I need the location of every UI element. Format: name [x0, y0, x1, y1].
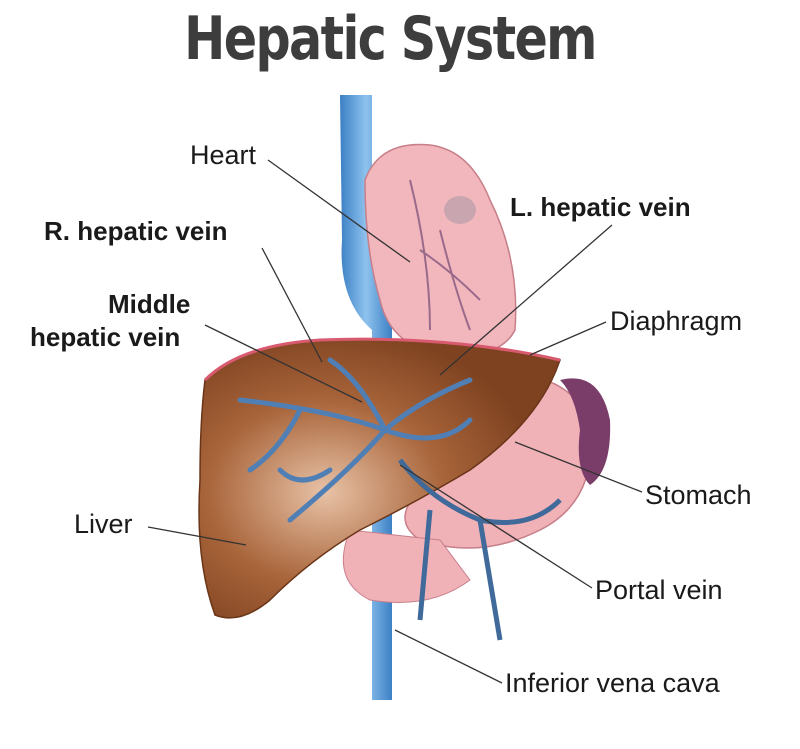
label-portal-vein: Portal vein: [595, 575, 723, 605]
spleen: [560, 378, 611, 485]
label-middle-hepatic-vein-line2: hepatic vein: [30, 322, 181, 352]
heart: [364, 143, 517, 357]
label-r-hepatic-vein: R. hepatic vein: [44, 216, 228, 246]
label-heart: Heart: [190, 140, 257, 170]
page-title: Hepatic System: [184, 4, 597, 74]
label-stomach: Stomach: [645, 480, 752, 510]
leader-lines: [147, 159, 643, 684]
label-l-hepatic-vein: L. hepatic vein: [510, 192, 691, 222]
hepatic-veins: [237, 357, 473, 523]
portal-vein: [398, 458, 562, 641]
label-diaphragm: Diaphragm: [610, 306, 743, 336]
label-inferior-vena-cava: Inferior vena cava: [505, 668, 720, 698]
heart-vessel: [444, 196, 476, 224]
label-middle-hepatic-vein-line1: Middle: [108, 289, 191, 319]
label-liver: Liver: [74, 509, 133, 539]
